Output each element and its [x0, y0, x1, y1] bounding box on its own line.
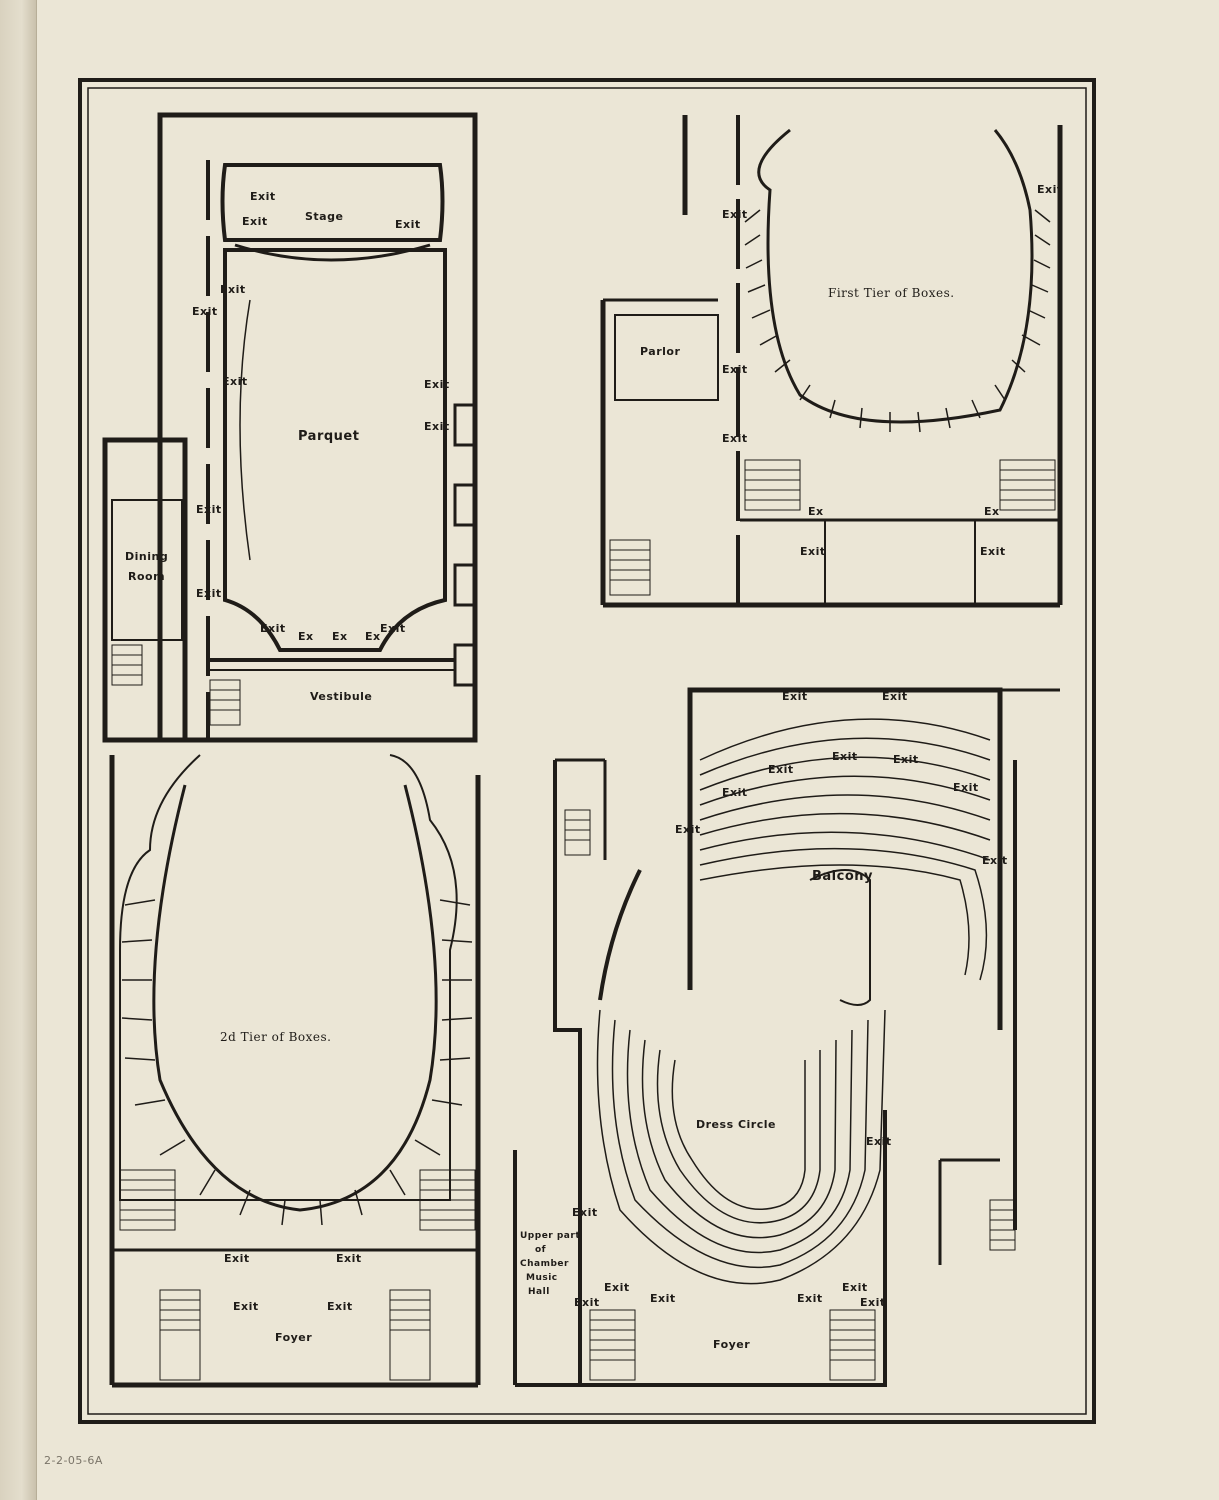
dress-circle-title: Dress Circle	[696, 1118, 776, 1131]
balcony-exit-5: Exit	[893, 753, 919, 766]
parquet-ex-1: Ex	[298, 630, 314, 643]
chamber-note-line2: of	[535, 1245, 546, 1255]
balcony-exit-1: Exit	[782, 690, 808, 703]
plan-balcony-dress-circle: Balcony Dress Circle Foyer Upper part of…	[513, 687, 1060, 1387]
parquet-exit-7: Exit	[424, 378, 450, 391]
first-tier-exit-6: Exit	[980, 545, 1006, 558]
second-tier-exit-4: Exit	[327, 1300, 353, 1313]
dress-circle-foyer: Foyer	[713, 1338, 750, 1351]
binding-spine	[0, 0, 37, 1500]
room-label: Room	[128, 570, 165, 583]
second-tier-title: 2d Tier of Boxes.	[220, 1030, 332, 1044]
parquet-exit-2: Exit	[242, 215, 268, 228]
balcony-exit-4: Exit	[832, 750, 858, 763]
vestibule-label: Vestibule	[310, 690, 372, 703]
parquet-title: Parquet	[298, 429, 359, 444]
stage-label: Stage	[305, 210, 343, 223]
dress-exit-7: Exit	[797, 1292, 823, 1305]
parquet-ex-3: Ex	[365, 630, 381, 643]
parquet-exit-8: Exit	[424, 420, 450, 433]
balcony-exit-6: Exit	[722, 786, 748, 799]
dress-exit-8: Exit	[860, 1296, 886, 1309]
first-tier-exit-5: Exit	[800, 545, 826, 558]
balcony-exit-7: Exit	[953, 781, 979, 794]
dress-exit-4: Exit	[842, 1281, 868, 1294]
dress-exit-1: Exit	[866, 1135, 892, 1148]
second-tier-exit-3: Exit	[233, 1300, 259, 1313]
first-tier-exit-4: Exit	[1037, 183, 1063, 196]
chamber-note-line3: Chamber	[520, 1259, 569, 1269]
parquet-exit-6: Exit	[222, 375, 248, 388]
balcony-title: Balcony	[812, 869, 873, 884]
dress-exit-3: Exit	[604, 1281, 630, 1294]
parquet-exit-1: Exit	[250, 190, 276, 203]
first-tier-exit-1: Exit	[722, 208, 748, 221]
parlor-label: Parlor	[640, 345, 680, 358]
chamber-note-line1: Upper part	[520, 1231, 580, 1241]
balcony-exit-2: Exit	[882, 690, 908, 703]
balcony-exit-3: Exit	[768, 763, 794, 776]
first-tier-ex-1: Ex	[808, 505, 824, 518]
dress-exit-5: Exit	[574, 1296, 600, 1309]
parquet-ex-2: Ex	[332, 630, 348, 643]
parquet-exit-10: Exit	[196, 587, 222, 600]
second-tier-foyer: Foyer	[275, 1331, 312, 1344]
first-tier-ex-2: Ex	[984, 505, 1000, 518]
parquet-exit-11: Exit	[260, 622, 286, 635]
balcony-exit-9: Exit	[982, 854, 1008, 867]
plan-first-tier: Parlor First Tier of Boxes. Exit Exit Ex…	[600, 115, 1063, 608]
margin-inscription: 2-2-05-6A	[44, 1454, 103, 1467]
dining-label: Dining	[125, 550, 168, 563]
balcony-exit-8: Exit	[675, 823, 701, 836]
dress-exit-2: Exit	[572, 1206, 598, 1219]
second-tier-exit-1: Exit	[224, 1252, 250, 1265]
chamber-note-line5: Hall	[528, 1287, 550, 1297]
first-tier-title: First Tier of Boxes.	[828, 286, 955, 300]
dress-exit-6: Exit	[650, 1292, 676, 1305]
parquet-exit-5: Exit	[192, 305, 218, 318]
chamber-note-line4: Music	[526, 1273, 558, 1283]
plan-second-tier: 2d Tier of Boxes. Foyer Exit Exit Exit E…	[109, 754, 481, 1388]
decorative-border	[78, 78, 1096, 1424]
first-tier-exit-3: Exit	[722, 432, 748, 445]
parquet-exit-12: Exit	[380, 622, 406, 635]
parquet-exit-3: Exit	[395, 218, 421, 231]
second-tier-exit-2: Exit	[336, 1252, 362, 1265]
first-tier-exit-2: Exit	[722, 363, 748, 376]
parquet-exit-9: Exit	[196, 503, 222, 516]
parquet-exit-4: Exit	[220, 283, 246, 296]
plan-parquet: Stage Parquet Vestibule Dining Room Exit…	[102, 112, 478, 743]
